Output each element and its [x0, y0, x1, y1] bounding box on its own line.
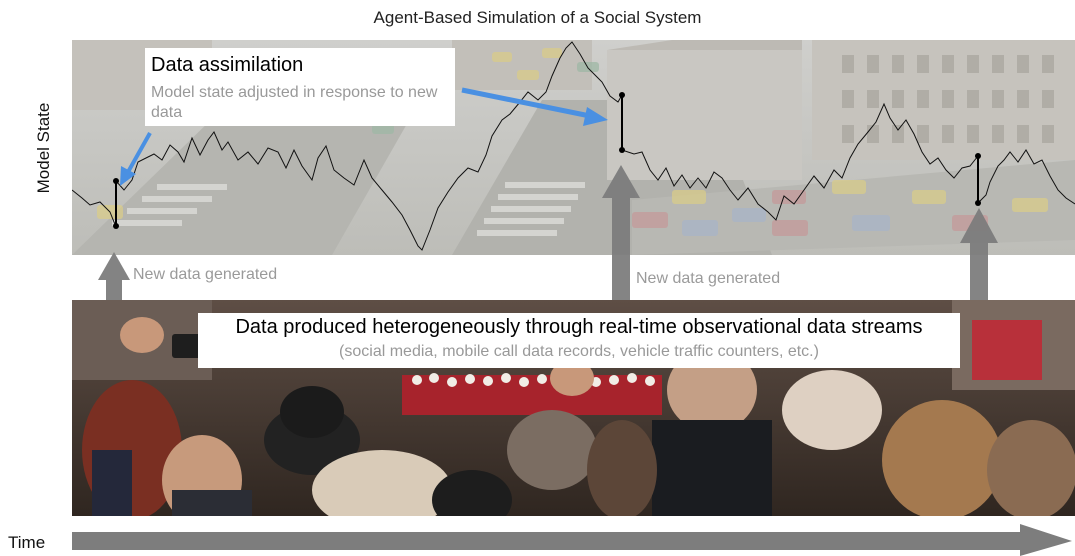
data-streams-subtitle: (social media, mobile call data records,…	[339, 343, 819, 360]
assimilation-point	[113, 178, 119, 184]
data-assimilation-title: Data assimilation	[151, 54, 304, 76]
assimilation-arrow-long	[461, 87, 608, 126]
assimilation-point	[619, 92, 625, 98]
assimilation-point	[975, 153, 981, 159]
data-assimilation-callout: Data assimilation Model state adjusted i…	[145, 48, 455, 126]
data-streams-callout: Data produced heterogeneously through re…	[198, 313, 960, 368]
assimilation-point	[113, 223, 119, 229]
diagram-title: Agent-Based Simulation of a Social Syste…	[373, 8, 702, 27]
time-axis-label: Time	[8, 533, 46, 552]
assimilation-point	[975, 200, 981, 206]
data-streams-title: Data produced heterogeneously through re…	[235, 316, 923, 338]
time-axis-arrow	[72, 524, 1072, 556]
new-data-label-right: New data generated	[636, 270, 781, 287]
up-arrow-3	[960, 208, 998, 300]
up-arrow-2	[602, 165, 640, 300]
assimilation-point	[619, 147, 625, 153]
new-data-label-left: New data generated	[133, 266, 278, 283]
up-arrow-1	[98, 252, 130, 300]
assimilation-arrow-short	[120, 132, 152, 186]
data-assimilation-description: Model state adjusted in response to new …	[151, 84, 438, 121]
model-state-trace	[72, 41, 1075, 251]
